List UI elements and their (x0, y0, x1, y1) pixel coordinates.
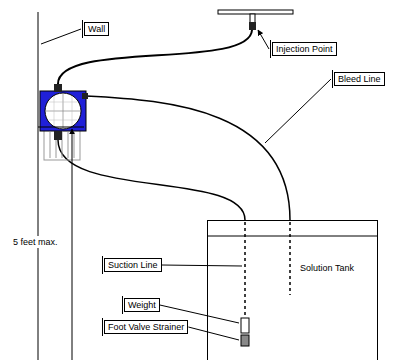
callout-box: Suction Line (104, 258, 162, 272)
callout-text: Injection Point (276, 44, 333, 54)
leader-line (258, 30, 269, 49)
callout-text: Foot Valve Strainer (108, 322, 184, 332)
callout-text: Suction Line (108, 260, 158, 270)
foot-valve-symbol (241, 335, 249, 346)
leader-line (41, 29, 81, 44)
callout-box: Wall (84, 22, 109, 36)
leader-line (162, 265, 242, 266)
weight-symbol (241, 318, 249, 333)
tank-label: Solution Tank (296, 263, 358, 274)
callout-box: Weight (124, 298, 160, 312)
suction-tube (58, 140, 245, 220)
injection-fitting (218, 10, 293, 30)
discharge-tube (58, 30, 252, 84)
wall-line (38, 12, 39, 360)
solution-tank: Solution Tank (207, 220, 378, 360)
callout-box: Foot Valve Strainer (104, 320, 188, 334)
leader-line (265, 79, 331, 143)
metering-pump (40, 84, 88, 160)
callout-text: Bleed Line (338, 74, 381, 84)
bleed-tube-in-tank (289, 222, 291, 295)
bleed-tube (86, 96, 290, 220)
callout-text: Wall (88, 24, 105, 34)
callout-text: Weight (128, 300, 156, 310)
leader-line (188, 327, 239, 340)
liquid-level (207, 236, 378, 237)
callout-box: Injection Point (272, 42, 337, 56)
dimension-label: 5 feet max. (12, 236, 59, 248)
callout-box: Bleed Line (334, 72, 385, 86)
